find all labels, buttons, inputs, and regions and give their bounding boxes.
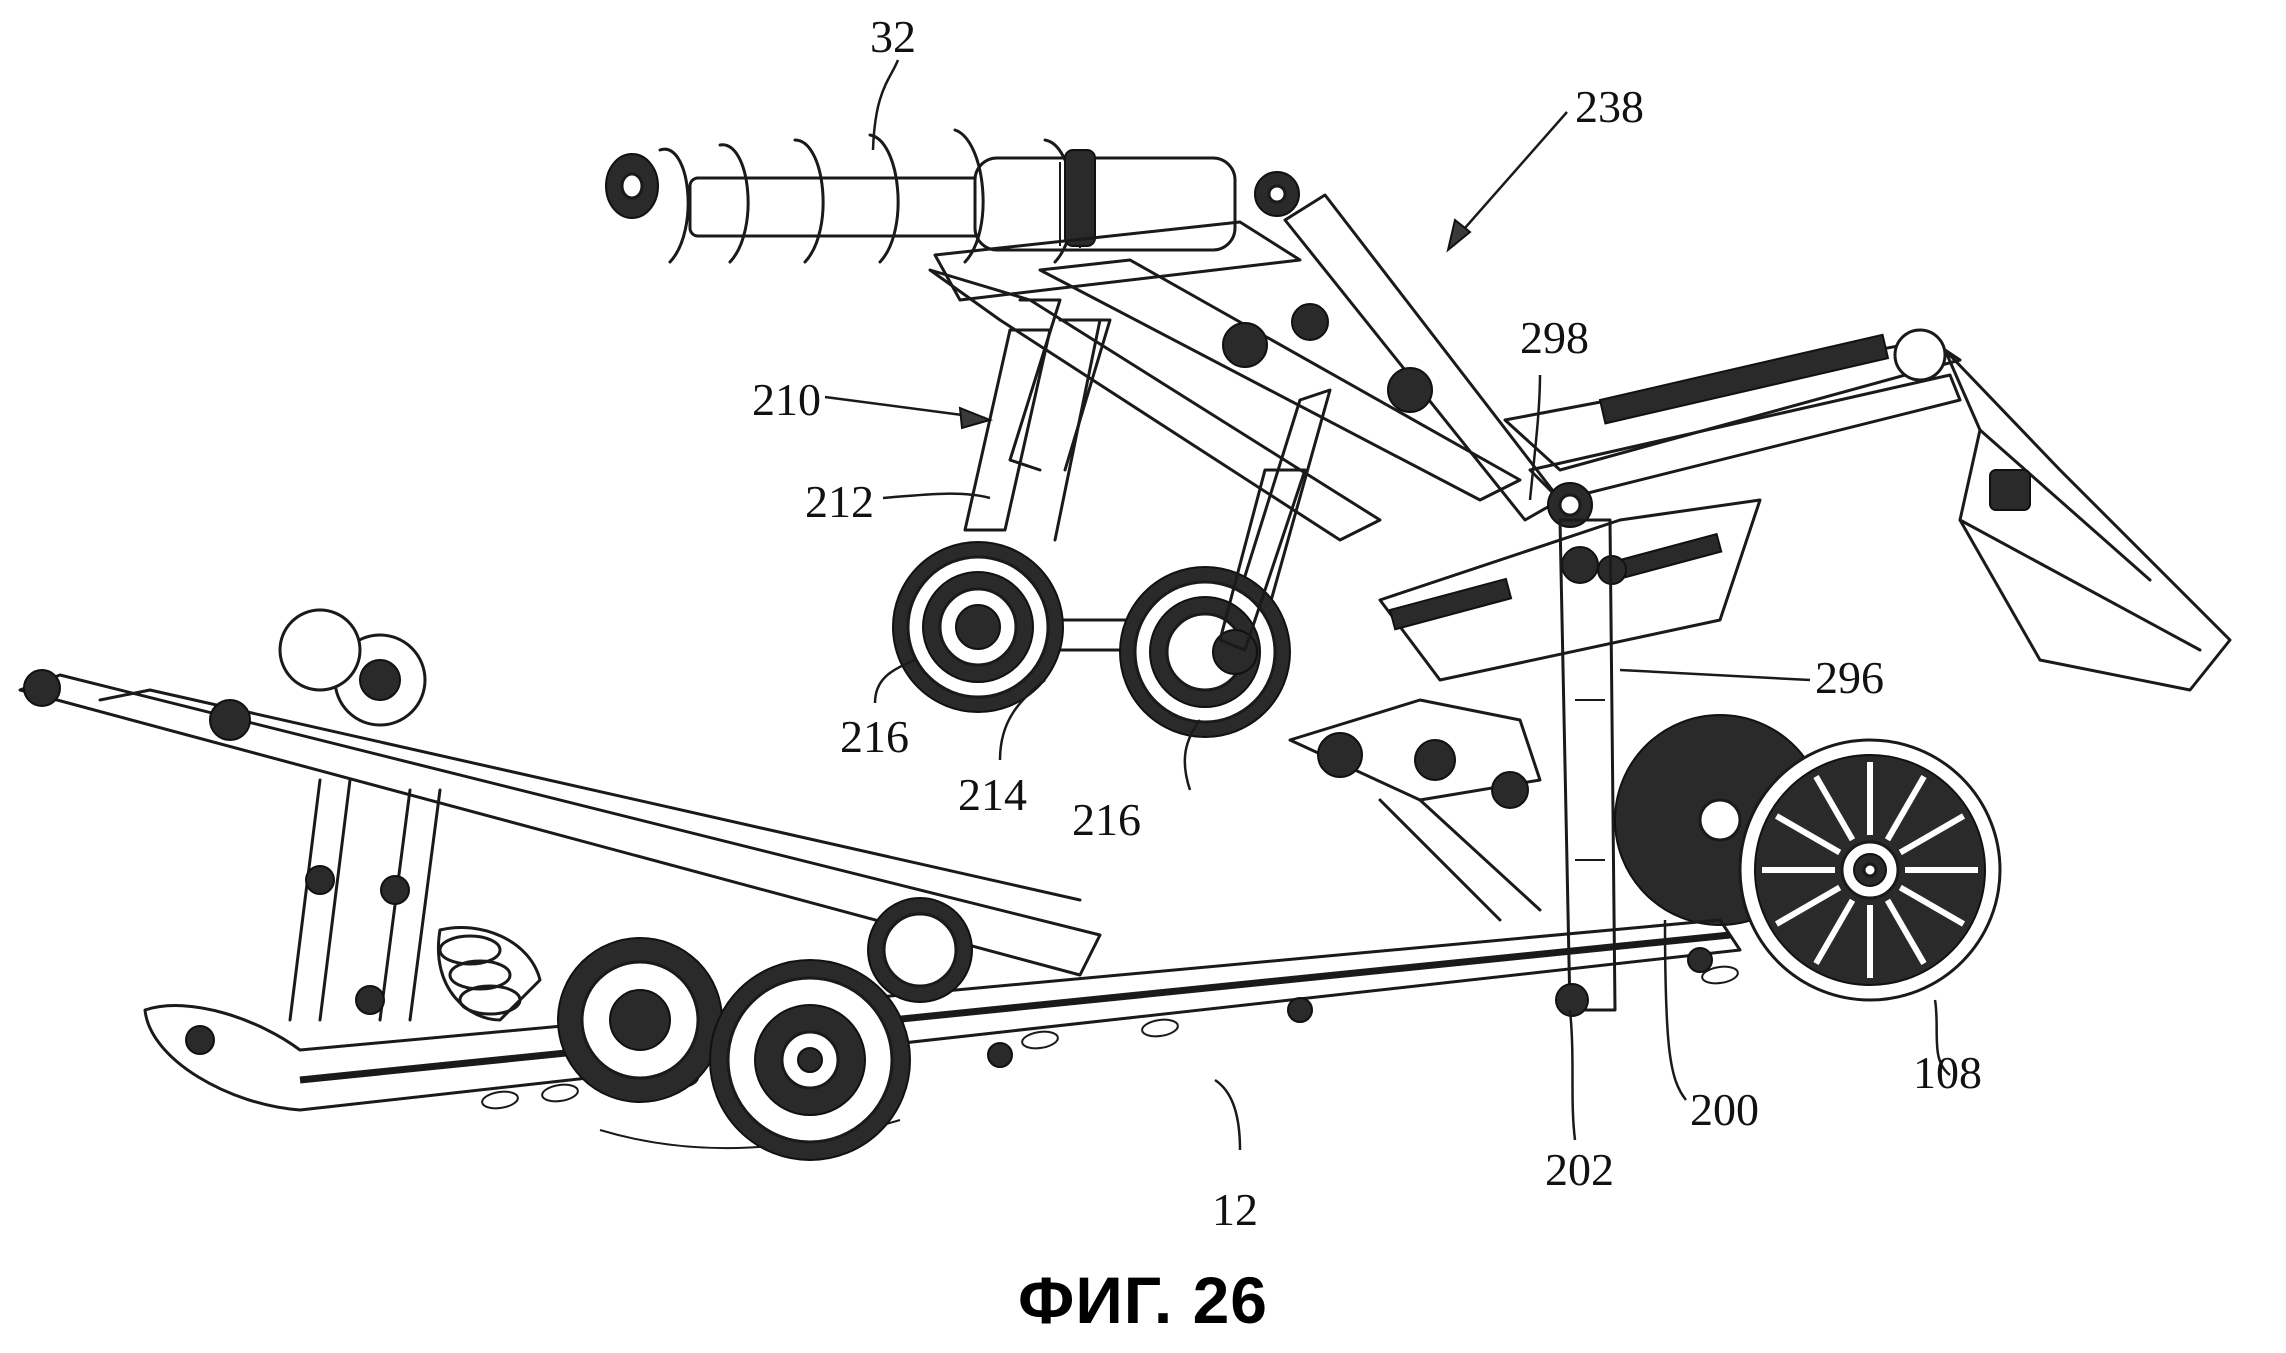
rail-slot <box>1701 965 1739 985</box>
link-296 <box>1555 518 1617 1017</box>
front-arm <box>18 608 1102 1055</box>
upper-frame <box>928 193 2232 692</box>
ref-200: 200 <box>1690 1084 1759 1135</box>
wheel-spoke <box>1898 813 1966 856</box>
ref-108: 108 <box>1913 1047 1982 1098</box>
ref-32: 32 <box>870 11 916 62</box>
bogie-wheel-front <box>709 959 911 1161</box>
rail-slot <box>1021 1030 1059 1050</box>
rear-wheel-108 <box>1738 738 2002 1002</box>
slide-rail <box>143 918 1742 1150</box>
wheel-spoke <box>1884 774 1927 842</box>
rail-slot <box>541 1083 579 1103</box>
ref-12: 12 <box>1212 1184 1258 1235</box>
figure-caption: ФИГ. 26 <box>1017 1263 1269 1337</box>
wheel-spoke <box>1884 898 1927 966</box>
wheel-spoke <box>1813 774 1856 842</box>
reference-numerals: 32 238 298 210 212 216 214 216 296 12 20… <box>752 11 1982 1235</box>
front-idler-assembly <box>892 318 1307 738</box>
ref-202: 202 <box>1545 1144 1614 1195</box>
bogie-wheel-top <box>867 897 973 1003</box>
idler-wheel-right <box>1119 566 1291 738</box>
ref-238: 238 <box>1575 81 1644 132</box>
shock-absorber <box>605 128 1300 264</box>
bogie-wheel-back <box>557 937 723 1103</box>
ref-216b: 216 <box>1072 794 1141 845</box>
ref-212: 212 <box>805 476 874 527</box>
ref-210: 210 <box>752 374 821 425</box>
rail-slot <box>1141 1018 1179 1038</box>
ref-214: 214 <box>958 769 1027 820</box>
ref-296: 296 <box>1815 652 1884 703</box>
wheel-spoke <box>1898 884 1966 927</box>
leader-lines <box>824 59 1951 1151</box>
wheel-spoke <box>1813 898 1856 966</box>
ref-298: 298 <box>1520 312 1589 363</box>
mid-linkage <box>1288 698 1542 922</box>
wheel-spoke <box>1774 884 1842 927</box>
wheel-spoke <box>1774 813 1842 856</box>
ref-216a: 216 <box>840 711 909 762</box>
rail-slot <box>481 1090 519 1110</box>
idler-wheel-left <box>892 541 1064 713</box>
